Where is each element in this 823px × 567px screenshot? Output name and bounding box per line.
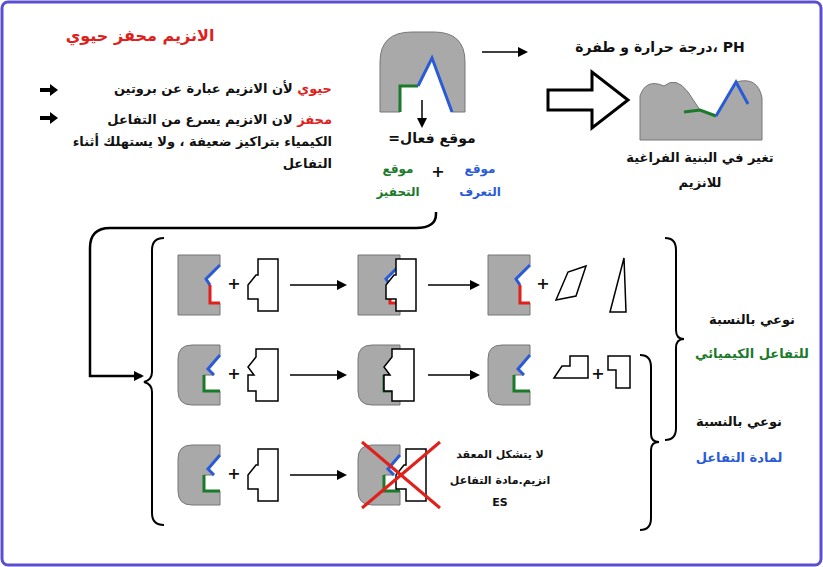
label-text: نوعي بالنسبة [709, 312, 795, 327]
label-text: للتفاعل الكيميائي [695, 346, 809, 361]
text-label: + [223, 274, 245, 295]
text-label: الانزيم محفز حيوي [30, 26, 250, 47]
label-text: موقع التحفيز [376, 162, 419, 199]
text-label: موقع فعال= [372, 129, 492, 147]
text-label: نوعي بالنسبة [664, 414, 814, 431]
text-label: للتفاعل الكيميائي [688, 346, 816, 363]
label-text: انزيم.مادة التفاعل [450, 474, 550, 487]
bullet-arrow [40, 84, 58, 96]
text-label: PH ،درجة حرارة و طفرة [535, 38, 785, 56]
text-label: حيوي لأن الانزيم عبارة عن بروتين [62, 81, 332, 98]
text-label: لمادة التفاعل [664, 450, 814, 467]
text-label: + [532, 274, 554, 295]
label-text: حيوي [297, 81, 332, 96]
reaction-row [178, 255, 626, 315]
title-text: الانزيم محفز حيوي [66, 26, 215, 45]
label-text: + [591, 364, 604, 383]
text-label: موقع التعرف [450, 158, 510, 204]
label-text: موقع التعرف [459, 162, 501, 199]
arrow [482, 51, 526, 53]
reaction-row [178, 345, 630, 405]
label-text: لان الانزيم يسرع من التفاعل الكيمياء بتر… [73, 112, 332, 171]
label-text: + [227, 274, 240, 293]
brace [144, 238, 164, 525]
label-text: لأن الانزيم عبارة عن بروتين [114, 81, 293, 96]
label-text: + [536, 274, 549, 293]
label-text: موقع فعال= [388, 130, 475, 146]
text-label: موقع التحفيز [368, 158, 428, 204]
text-label: + [223, 364, 245, 385]
label-text: PH ،درجة حرارة و طفرة [575, 39, 744, 55]
text-label: + [587, 364, 609, 385]
text-label: + [427, 162, 449, 183]
text-label: + [223, 464, 245, 485]
text-label: ES [440, 496, 560, 510]
bullet-arrow [40, 112, 58, 124]
label-text: + [227, 464, 240, 483]
text-label: تغير في البنية الفراغية للانزيم [620, 146, 780, 195]
text-label: محفز لان الانزيم يسرع من التفاعل الكيميا… [62, 109, 332, 175]
text-label: نوعي بالنسبة [688, 312, 816, 329]
brace [640, 355, 659, 530]
label-text: تغير في البنية الفراغية للانزيم [626, 150, 773, 190]
label-text: نوعي بالنسبة [696, 414, 782, 429]
brace [665, 238, 684, 440]
label-text: + [227, 364, 240, 383]
arrow [421, 100, 423, 126]
label-text: + [431, 162, 444, 181]
label-text: لمادة التفاعل [696, 450, 783, 465]
text-label: انزيم.مادة التفاعل [440, 474, 560, 488]
label-text: محفز [297, 112, 332, 127]
label-text: ES [492, 496, 507, 509]
text-label: لا يتشكل المعقد [440, 448, 560, 462]
hollow-arrow [548, 72, 628, 128]
label-text: لا يتشكل المعقد [456, 448, 544, 461]
enzyme-deformed [640, 81, 762, 140]
reaction-row [178, 442, 440, 508]
